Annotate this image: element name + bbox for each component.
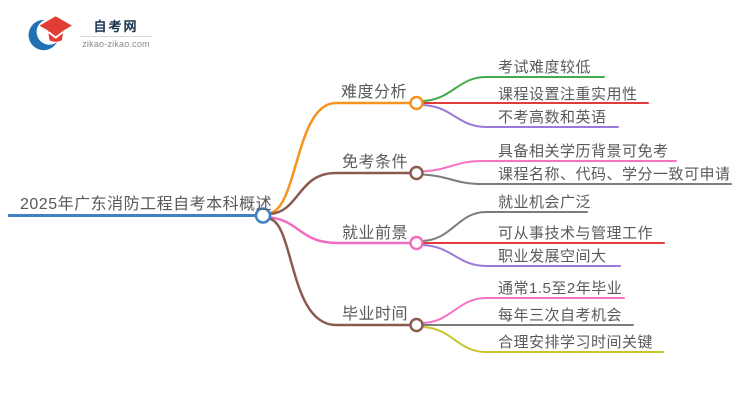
leaf-three-chances[interactable]: 每年三次自考机会	[498, 307, 623, 324]
leaf-tech-management[interactable]: 可从事技术与管理工作	[498, 225, 654, 242]
leaf-matching-courses[interactable]: 课程名称、代码、学分一致可申请	[498, 166, 731, 183]
graduation-cap-icon	[28, 16, 72, 51]
leaf-line-exam-easy	[421, 76, 605, 102]
leaf-line-career-space	[421, 244, 621, 267]
leaf-line-background-exempt	[421, 160, 677, 173]
leaf-plan-study[interactable]: 合理安排学习时间关键	[498, 334, 654, 351]
leaf-background-exempt[interactable]: 具备相关学历背景可免考	[498, 143, 669, 160]
leaf-line-no-math-english	[421, 104, 619, 128]
leaf-grad-time[interactable]: 通常1.5至2年毕业	[498, 280, 623, 297]
leaf-line-grad-time	[421, 297, 625, 324]
branch-node-handle-difficulty[interactable]	[409, 95, 424, 111]
branch-graduation[interactable]: 毕业时间	[342, 306, 409, 323]
root-node-handle[interactable]	[254, 207, 272, 224]
branch-line-graduation	[269, 217, 412, 327]
branch-node-handle-graduation[interactable]	[409, 317, 424, 333]
leaf-practical-courses[interactable]: 课程设置注重实用性	[498, 86, 638, 103]
branch-difficulty[interactable]: 难度分析	[341, 84, 408, 101]
root-topic[interactable]: 2025年广东消防工程自考本科概述	[20, 196, 273, 213]
branch-node-handle-exemption[interactable]	[409, 165, 424, 181]
branch-line-employment	[269, 216, 412, 245]
site-url: zikao-zikao.com	[82, 39, 150, 49]
leaf-line-plan-study	[421, 326, 664, 353]
branch-exemption[interactable]: 免考条件	[342, 154, 409, 171]
leaf-wide-opportunities[interactable]: 就业机会广泛	[498, 194, 592, 211]
branch-node-handle-employment[interactable]	[409, 235, 424, 251]
branch-line-difficulty	[269, 101, 412, 215]
leaf-no-math-english[interactable]: 不考高数和英语	[498, 109, 607, 126]
leaf-line-matching-courses	[421, 173, 732, 185]
leaf-exam-easy[interactable]: 考试难度较低	[498, 59, 592, 76]
logo-divider	[80, 36, 152, 37]
leaf-line-wide-opportunities	[421, 211, 588, 242]
site-name: 自考网	[93, 19, 139, 34]
site-logo[interactable]: 自考网 zikao-zikao.com	[28, 14, 154, 54]
branch-line-exemption	[269, 171, 412, 216]
branch-employment[interactable]: 就业前景	[342, 225, 409, 242]
leaf-career-space[interactable]: 职业发展空间大	[498, 248, 607, 265]
